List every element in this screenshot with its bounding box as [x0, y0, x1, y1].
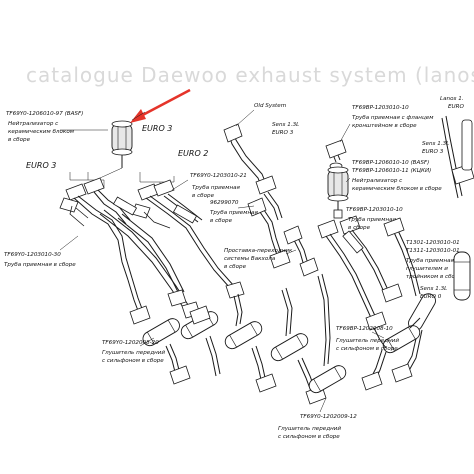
front-muffler-center-assembly — [224, 273, 347, 405]
cat-basf-desc: керамическим блоком — [8, 129, 75, 135]
front-muffler-left-assembly — [127, 277, 221, 385]
gm-pipe-desc: Труба приемная — [210, 210, 259, 216]
sens-euro3-label: Sens 1.3L — [272, 122, 299, 128]
watermark-text: catalogue Daewoo exhaust system (lanos..… — [26, 63, 474, 87]
front-pipe-long-left — [99, 209, 201, 319]
flange-pipe-desc: кронштейном в сборе — [352, 123, 417, 129]
cat-right-desc: Нейтрализатор с — [352, 178, 402, 184]
sens-euro0-label: Sens 1.3L — [420, 286, 447, 292]
t1301-desc: тройником в сборе — [406, 274, 463, 280]
gm-front-pipe — [247, 197, 291, 269]
front-pipe-e2-desc: в сборе — [192, 193, 215, 199]
flex-bellows-left — [112, 196, 198, 224]
spacer-desc: системы Вакхола — [224, 256, 276, 262]
spacer-desc: в сборе — [224, 264, 247, 270]
front-pipe-e2-desc: Труба приемная — [192, 185, 241, 191]
lanos-label: EURO — [448, 104, 465, 110]
sens-euro3-right-label: EURO 3 — [422, 149, 444, 155]
flange-front-pipe — [325, 139, 347, 170]
front-muffler-right-desc: Глушитель передний — [336, 338, 399, 344]
t1301-desc: глушителем и — [406, 266, 448, 272]
spacer-adapter — [283, 225, 319, 277]
front-muffler-right-code: TF69BP-1202008-10 — [336, 326, 393, 332]
front-muffler-bottom-code: TF69Y0-1202009-12 — [300, 414, 357, 420]
t1301-code: T1311-1203010-01 — [406, 248, 460, 254]
front-pipe-e3-desc: Труба приемная в сборе — [4, 262, 76, 268]
far-right-muffler — [453, 251, 471, 301]
cat-right-desc: керамическим блоком в сборе — [352, 186, 442, 192]
front-muffler-right-assembly — [361, 317, 421, 391]
sens-euro0-label: EURO 0 — [420, 294, 442, 300]
cat-basf-desc: Нейтрализатор с — [8, 121, 58, 127]
euro3-left-label: EURO 3 — [26, 161, 56, 170]
front-muffler-right-desc: с сильфоном в сборе — [336, 346, 398, 352]
cat-basf-code: TF69Y0-1206010-97 (BASF) — [6, 111, 83, 117]
front-muffler-left-desc: Глушитель передний — [102, 350, 165, 356]
front-pipe-euro2 — [131, 179, 245, 299]
front-pipe-e2-code: TF69Y0-1203010-21 — [190, 173, 247, 179]
catalyst-right — [327, 166, 349, 219]
right-edge-pipe — [441, 115, 474, 199]
front-muffler-left-desc: с сильфоном в сборе — [102, 358, 164, 364]
old-system-label: Old System — [254, 103, 287, 109]
spacer-desc: Проставка-переходник — [224, 248, 293, 254]
front-pipe-euro3 — [59, 177, 133, 281]
cat-basf-desc: в сборе — [8, 137, 31, 143]
front-pipe-right-desc: Труба приемная — [348, 217, 397, 223]
euro2-label: EURO 2 — [178, 149, 208, 158]
front-muffler-bottom-desc: с сильфоном в сборе — [278, 434, 340, 440]
euro3-label: EURO 3 — [142, 124, 172, 133]
cat-right-code: TF69BP-1206010-10 (BASF) — [352, 160, 429, 166]
catalyst-basf — [111, 120, 133, 168]
t1301-code: T1301-1203010-01 — [406, 240, 460, 246]
red-arrow — [130, 88, 191, 123]
old-system-pipe — [223, 123, 283, 221]
t1301-pipe-assembly — [383, 217, 436, 377]
front-pipe-right-code: TF69BP-1203010-10 — [346, 207, 403, 213]
t1301-desc: Труба приемная с — [406, 258, 459, 264]
cat-right-code: TF69BP-1206010-11 (КЦКИ) — [352, 168, 431, 174]
front-pipe-right — [317, 215, 403, 331]
front-muffler-left-code: TF69Y0-1202008-20 — [102, 340, 159, 346]
front-pipe-right-desc: в сборе — [348, 225, 371, 231]
flange-pipe-desc: Труба приемная с фланцем — [352, 115, 434, 121]
flange-pipe-code: TF69BP-1203010-10 — [352, 105, 409, 111]
gm-pipe-code: 96299070 — [210, 200, 239, 206]
lanos-label: Lanos 1. — [440, 96, 464, 102]
sens-euro3-right-label: Sens 1.3L — [422, 141, 449, 147]
front-pipe-e3-code: TF69Y0-1203010-30 — [4, 252, 61, 258]
sens-euro3-label: EURO 3 — [272, 130, 294, 136]
front-muffler-bottom-desc: Глушитель передний — [278, 426, 341, 432]
gm-pipe-desc: в сборе — [210, 218, 233, 224]
